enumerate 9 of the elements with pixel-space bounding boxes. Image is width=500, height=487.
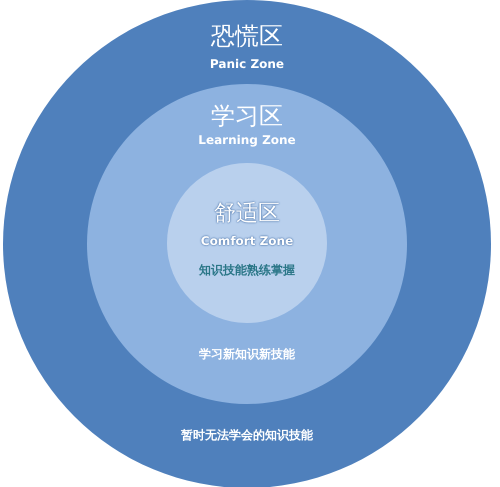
zone-subtitle: Panic Zone (210, 57, 284, 72)
zone-title: 恐慌区 (211, 22, 283, 51)
zone-title: 舒适区 (214, 201, 280, 228)
zone-description: 学习新知识新技能 (199, 347, 295, 362)
zone-title: 学习区 (211, 102, 283, 131)
zone-description: 知识技能熟练掌握 (199, 263, 295, 278)
zone-description: 暂时无法学会的知识技能 (181, 428, 313, 442)
zone-subtitle: Learning Zone (198, 133, 296, 148)
zone-subtitle: Comfort Zone (200, 234, 294, 248)
